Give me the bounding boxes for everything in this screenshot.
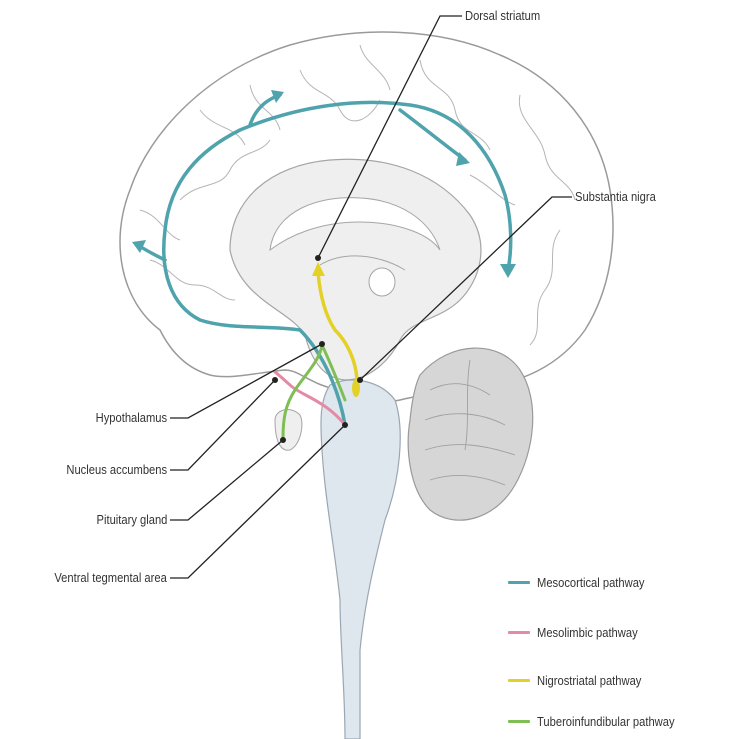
cerebellum <box>408 348 533 520</box>
legend-item-nigrostriatal: Nigrostriatal pathway <box>508 673 658 688</box>
label-substantia-nigra: Substantia nigra <box>575 189 656 205</box>
legend-label: Mesolimbic pathway <box>537 625 638 640</box>
legend-swatch <box>508 581 530 584</box>
pituitary-gland-leader <box>170 440 283 520</box>
legend-item-tuberoinfundibular: Tuberoinfundibular pathway <box>508 714 697 729</box>
thalamus <box>369 268 395 296</box>
legend-label: Mesocortical pathway <box>537 575 645 590</box>
nucleus-accumbens-leader <box>170 380 275 470</box>
label-pituitary-gland: Pituitary gland <box>96 512 167 528</box>
label-nucleus-accumbens: Nucleus accumbens <box>66 462 167 478</box>
label-dorsal-striatum: Dorsal striatum <box>465 8 540 24</box>
vta-leader <box>170 425 345 578</box>
label-ventral-tegmental-area: Ventral tegmental area <box>55 570 167 586</box>
legend-swatch <box>508 679 530 682</box>
legend-label: Nigrostriatal pathway <box>537 673 641 688</box>
legend-swatch <box>508 720 530 723</box>
legend-item-mesocortical: Mesocortical pathway <box>508 575 662 590</box>
legend-item-mesolimbic: Mesolimbic pathway <box>508 625 654 640</box>
legend-label: Tuberoinfundibular pathway <box>537 714 675 729</box>
brainstem <box>321 380 400 739</box>
legend-swatch <box>508 631 530 634</box>
label-hypothalamus: Hypothalamus <box>96 410 167 426</box>
